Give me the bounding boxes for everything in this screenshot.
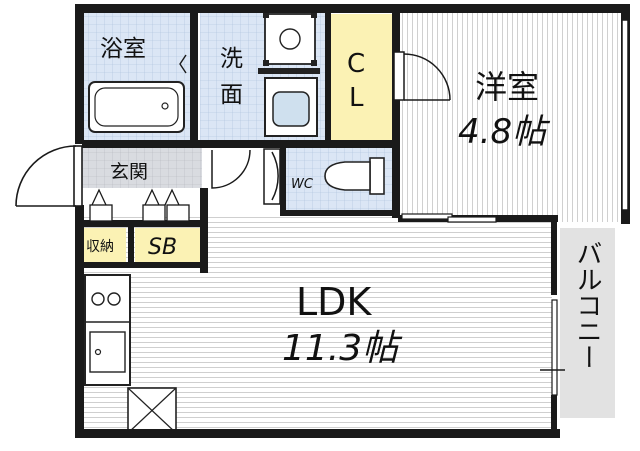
kitchen-sink-drain xyxy=(94,348,102,356)
entrance-label: 玄関 xyxy=(110,161,148,183)
closet-label-1: C xyxy=(347,49,365,79)
balcony-label: バルコニー xyxy=(572,240,602,370)
stove-burner-left xyxy=(91,292,105,306)
western-room-label: 洋室 xyxy=(475,68,539,106)
closet-label-2: L xyxy=(349,83,364,113)
toilet-tank xyxy=(369,157,385,195)
entrance-door xyxy=(15,145,83,207)
entrance-floor xyxy=(82,148,202,188)
bathtub-drain xyxy=(161,102,169,110)
ldk-label: LDK xyxy=(296,280,372,324)
window-east xyxy=(621,19,629,211)
washroom-label-2: 面 xyxy=(220,82,243,108)
washroom-label-1: 洗 xyxy=(220,46,243,72)
shoebox-label: SB xyxy=(148,235,177,260)
stove-burner-right xyxy=(107,292,121,306)
western-door xyxy=(393,51,451,101)
wc-door xyxy=(263,148,281,205)
bathtub-inner xyxy=(94,87,179,127)
window-balcony-door xyxy=(551,299,558,396)
entrance-closet-doors xyxy=(89,188,190,222)
closet-floor xyxy=(330,14,392,148)
balcony-floor xyxy=(560,228,615,418)
shoebox-floor xyxy=(135,228,200,262)
bath-label: 浴室 xyxy=(100,36,146,62)
ldk-size: 11.3帖 xyxy=(282,328,403,369)
washing-machine-drain xyxy=(279,28,301,50)
washroom-door xyxy=(211,149,251,189)
western-room-size: 4.8帖 xyxy=(458,112,551,152)
western-room-floor xyxy=(400,10,624,222)
wash-basin-bowl xyxy=(272,91,310,127)
western-sliding-door xyxy=(401,213,497,223)
washroom-partition xyxy=(258,68,320,74)
toilet-bowl xyxy=(324,161,371,191)
wc-label: WC xyxy=(291,177,314,192)
storage-label: 収納 xyxy=(86,239,114,255)
bath-door xyxy=(179,54,187,74)
storage-floor xyxy=(82,228,126,262)
